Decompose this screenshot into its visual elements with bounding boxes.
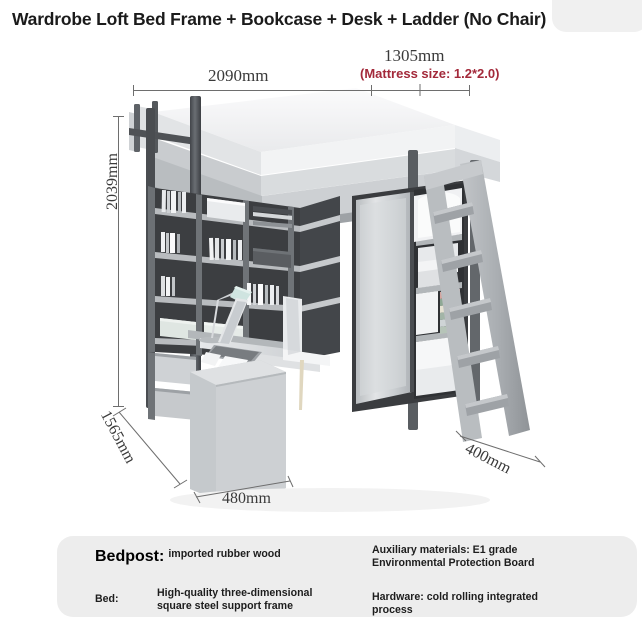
dimension-label-desk-front: 480mm (222, 490, 271, 507)
info-row-bedpost: Bedpost: imported rubber wood (95, 548, 375, 566)
materials-info-panel: Bedpost: imported rubber wood Bed: High-… (57, 536, 637, 617)
dimension-tick-bottom-left (113, 406, 124, 407)
materials-left-column: Bedpost: imported rubber wood Bed: High-… (95, 548, 375, 614)
dimension-tick-top-left (113, 116, 124, 117)
info-hardware-line1: Hardware: cold rolling integrated (372, 590, 538, 603)
info-value-bed-line2: square steel support frame (157, 600, 293, 613)
info-value-bedpost: imported rubber wood (168, 548, 281, 560)
info-value-bed-line1: High-quality three-dimensional (157, 587, 313, 599)
info-value-bed: High-quality three-dimensional square st… (157, 587, 312, 614)
info-hardware-line2: process (372, 604, 413, 617)
dimension-tick-right-top (469, 85, 470, 96)
dimension-line-height-left (118, 116, 119, 406)
dimension-label-height: 2039mm (104, 153, 121, 210)
info-row-bed: Bed: High-quality three-dimensional squa… (95, 587, 375, 614)
dimension-tick-left-top (133, 85, 134, 96)
info-key-bedpost: Bedpost: (95, 548, 165, 565)
page-title: Wardrobe Loft Bed Frame + Bookcase + Des… (12, 9, 547, 29)
dimension-label-width: 2090mm (208, 66, 269, 85)
dimension-line-depth-top (371, 90, 469, 91)
info-block-hardware: Hardware: cold rolling integrated proces… (372, 591, 632, 618)
materials-right-column: Auxiliary materials: E1 grade Environmen… (372, 544, 632, 618)
info-auxiliary-line1: Auxiliary materials: E1 grade (372, 544, 518, 556)
dimension-label-mattress-note: (Mattress size: 1.2*2.0) (360, 66, 500, 81)
info-key-bed: Bed: (95, 593, 119, 605)
corner-chip-decoration (552, 0, 642, 32)
dimension-label-depth-top: 1305mm (384, 46, 445, 65)
info-block-auxiliary: Auxiliary materials: E1 grade Environmen… (372, 544, 632, 571)
dimension-line-width-top (133, 90, 371, 91)
info-auxiliary-line2: Environmental Protection Board (372, 557, 535, 570)
